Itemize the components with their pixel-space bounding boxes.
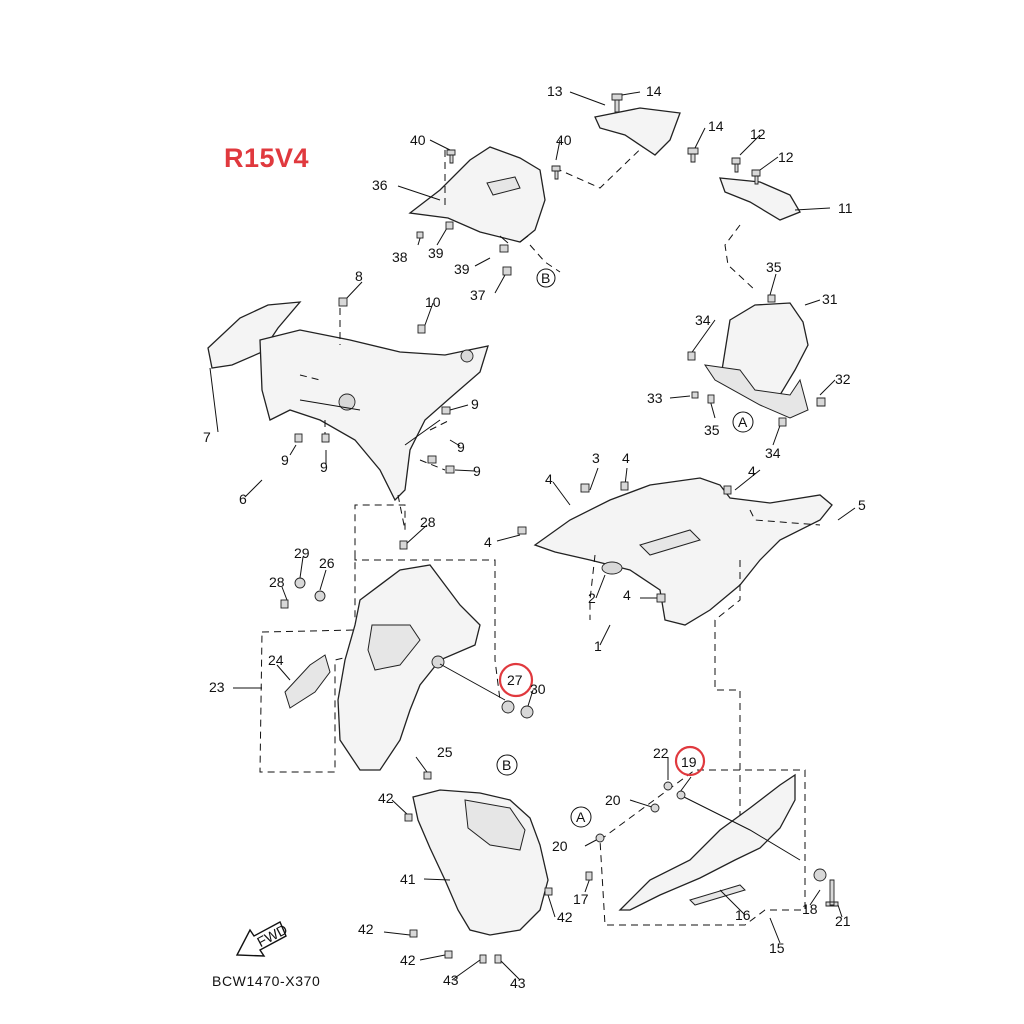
label-4e: 4	[623, 587, 631, 603]
screw-21	[825, 879, 839, 907]
model-title: R15V4	[224, 143, 310, 173]
label-4d: 4	[484, 534, 492, 550]
decal-24	[284, 654, 331, 709]
label-17: 17	[573, 891, 589, 907]
label-5: 5	[858, 497, 866, 513]
label-26: 26	[319, 555, 335, 571]
label-41: 41	[400, 871, 416, 887]
label-39b: 39	[454, 261, 470, 277]
label-42a: 42	[378, 790, 394, 806]
label-7: 7	[203, 429, 211, 445]
label-14a: 14	[646, 83, 662, 99]
label-8: 8	[355, 268, 363, 284]
label-13: 13	[547, 83, 563, 99]
label-42c: 42	[557, 909, 573, 925]
label-24: 24	[268, 652, 284, 668]
screw-40-right	[551, 165, 561, 180]
label-4c: 4	[748, 463, 756, 479]
upper-cowl-36	[408, 146, 546, 244]
label-19: 19	[681, 754, 697, 770]
label-18: 18	[802, 901, 818, 917]
ref-b-lower: B	[502, 757, 511, 773]
lower-cover-41	[412, 789, 549, 936]
label-42b: 42	[358, 921, 374, 937]
label-22: 22	[653, 745, 669, 761]
under-cowl-box-15	[599, 769, 806, 926]
label-3: 3	[592, 450, 600, 466]
label-9d: 9	[457, 439, 465, 455]
label-1: 1	[594, 638, 602, 654]
label-23: 23	[209, 679, 225, 695]
under-cowl-16	[618, 773, 796, 911]
label-30: 30	[530, 681, 546, 697]
label-32: 32	[835, 371, 851, 387]
label-9c: 9	[471, 396, 479, 412]
label-9a: 9	[281, 452, 289, 468]
label-4a: 4	[622, 450, 630, 466]
label-20b: 20	[552, 838, 568, 854]
part-number-labels: 13 14 14 12 12 11 40 40 36 38 39 39 37 8…	[203, 83, 866, 991]
label-6: 6	[239, 491, 247, 507]
label-33: 33	[647, 390, 663, 406]
label-2: 2	[588, 590, 596, 606]
label-11: 11	[838, 200, 853, 216]
label-34a: 34	[695, 312, 711, 328]
ref-a-upper: A	[738, 414, 748, 430]
label-36: 36	[372, 177, 388, 193]
label-31: 31	[822, 291, 838, 307]
label-9e: 9	[473, 463, 481, 479]
duct-11	[719, 157, 801, 221]
fasteners	[280, 221, 787, 964]
side-cowl-1	[533, 477, 833, 626]
inner-cover-31	[703, 302, 826, 419]
label-40b: 40	[556, 132, 572, 148]
label-29: 29	[294, 545, 310, 561]
label-4b: 4	[545, 471, 553, 487]
side-panel-7	[207, 301, 302, 369]
label-25: 25	[437, 744, 453, 760]
label-21: 21	[835, 913, 851, 929]
nut-30	[520, 705, 534, 719]
label-37: 37	[470, 287, 486, 303]
label-40a: 40	[410, 132, 426, 148]
ref-a-lower: A	[576, 809, 586, 825]
lower-cowl-23-box	[259, 555, 501, 773]
label-28a: 28	[420, 514, 436, 530]
label-34b: 34	[765, 445, 781, 461]
label-35b: 35	[704, 422, 720, 438]
label-27: 27	[507, 672, 523, 688]
collar-18	[813, 868, 827, 882]
highlight-19	[674, 745, 706, 777]
label-43b: 43	[510, 975, 526, 991]
fwd-arrow-icon	[235, 921, 287, 957]
ref-b-upper: B	[541, 270, 550, 286]
lower-cowl-part	[337, 564, 481, 771]
screw-40-left	[446, 149, 456, 164]
label-15: 15	[769, 940, 785, 956]
label-10: 10	[425, 294, 441, 310]
label-28b: 28	[269, 574, 285, 590]
side-cowl-6	[259, 329, 489, 502]
collar-27	[501, 700, 515, 714]
label-9b: 9	[320, 459, 328, 475]
label-20a: 20	[605, 792, 621, 808]
label-12a: 12	[750, 126, 766, 142]
label-43a: 43	[443, 972, 459, 988]
label-14b: 14	[708, 118, 724, 134]
fwd-label: FWD	[254, 921, 290, 950]
label-12b: 12	[778, 149, 794, 165]
drawing-code: BCW1470-X370	[212, 973, 321, 989]
label-38: 38	[392, 249, 408, 265]
label-16: 16	[735, 907, 751, 923]
label-39a: 39	[428, 245, 444, 261]
highlight-27	[498, 662, 534, 698]
label-35a: 35	[766, 259, 782, 275]
bracket-13	[594, 93, 699, 163]
label-42d: 42	[400, 952, 416, 968]
